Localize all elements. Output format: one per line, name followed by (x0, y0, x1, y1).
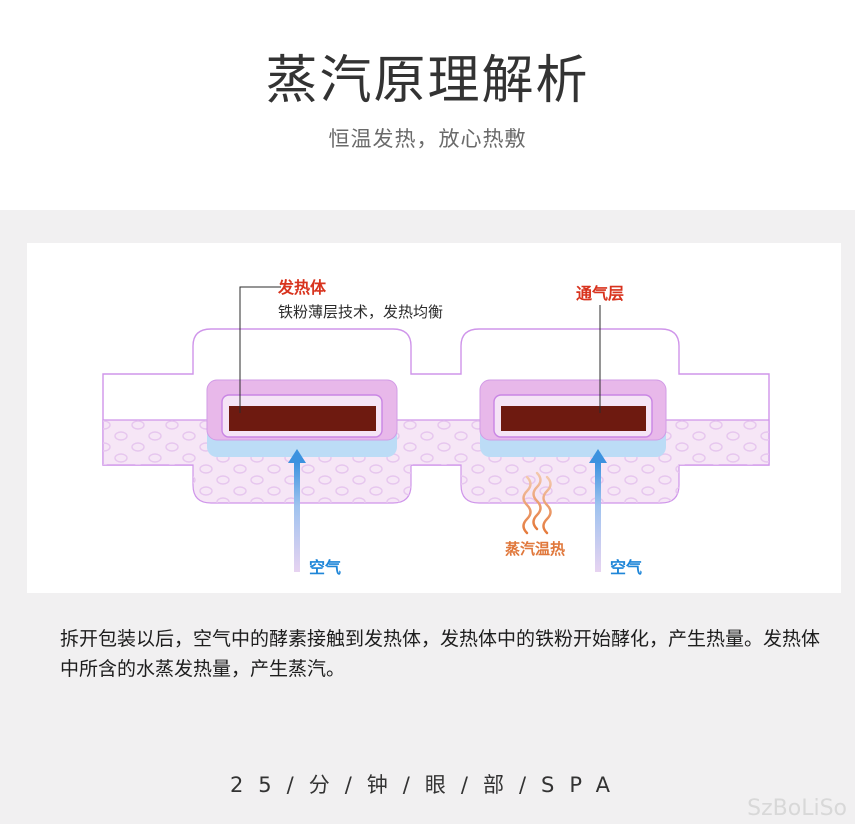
description-text: 拆开包装以后，空气中的酵素接触到发热体，发热体中的铁粉开始酵化，产生热量。发热体… (60, 628, 821, 680)
page-title: 蒸汽原理解析 (265, 51, 590, 111)
heater-label: 发热体 (277, 278, 327, 297)
vent-label: 通气层 (576, 284, 624, 303)
heater-core-right (501, 406, 646, 431)
air-label-left: 空气 (309, 558, 341, 577)
steam-wave-icon (522, 471, 552, 535)
heater-core-left (229, 406, 376, 431)
heater-sublabel: 铁粉薄层技术，发热均衡 (278, 303, 443, 321)
footer-tagline: 25/分/钟/眼/部/SPA (229, 773, 626, 797)
air-arrow-left (294, 462, 300, 572)
watermark: SzBoLiSo (747, 796, 847, 821)
air-label-right: 空气 (610, 558, 642, 577)
heater-leader-line (239, 286, 281, 413)
air-arrow-right (595, 462, 601, 572)
page-subtitle: 恒温发热，放心热敷 (328, 127, 527, 151)
eye-mask-cross-section-svg: 发热体 铁粉薄层技术，发热均衡 通气层 蒸汽温热 空气 空气 (102, 278, 770, 577)
steam-label: 蒸汽温热 (505, 540, 565, 558)
steam-diagram: 发热体 铁粉薄层技术，发热均衡 通气层 蒸汽温热 空气 空气 (27, 243, 841, 593)
